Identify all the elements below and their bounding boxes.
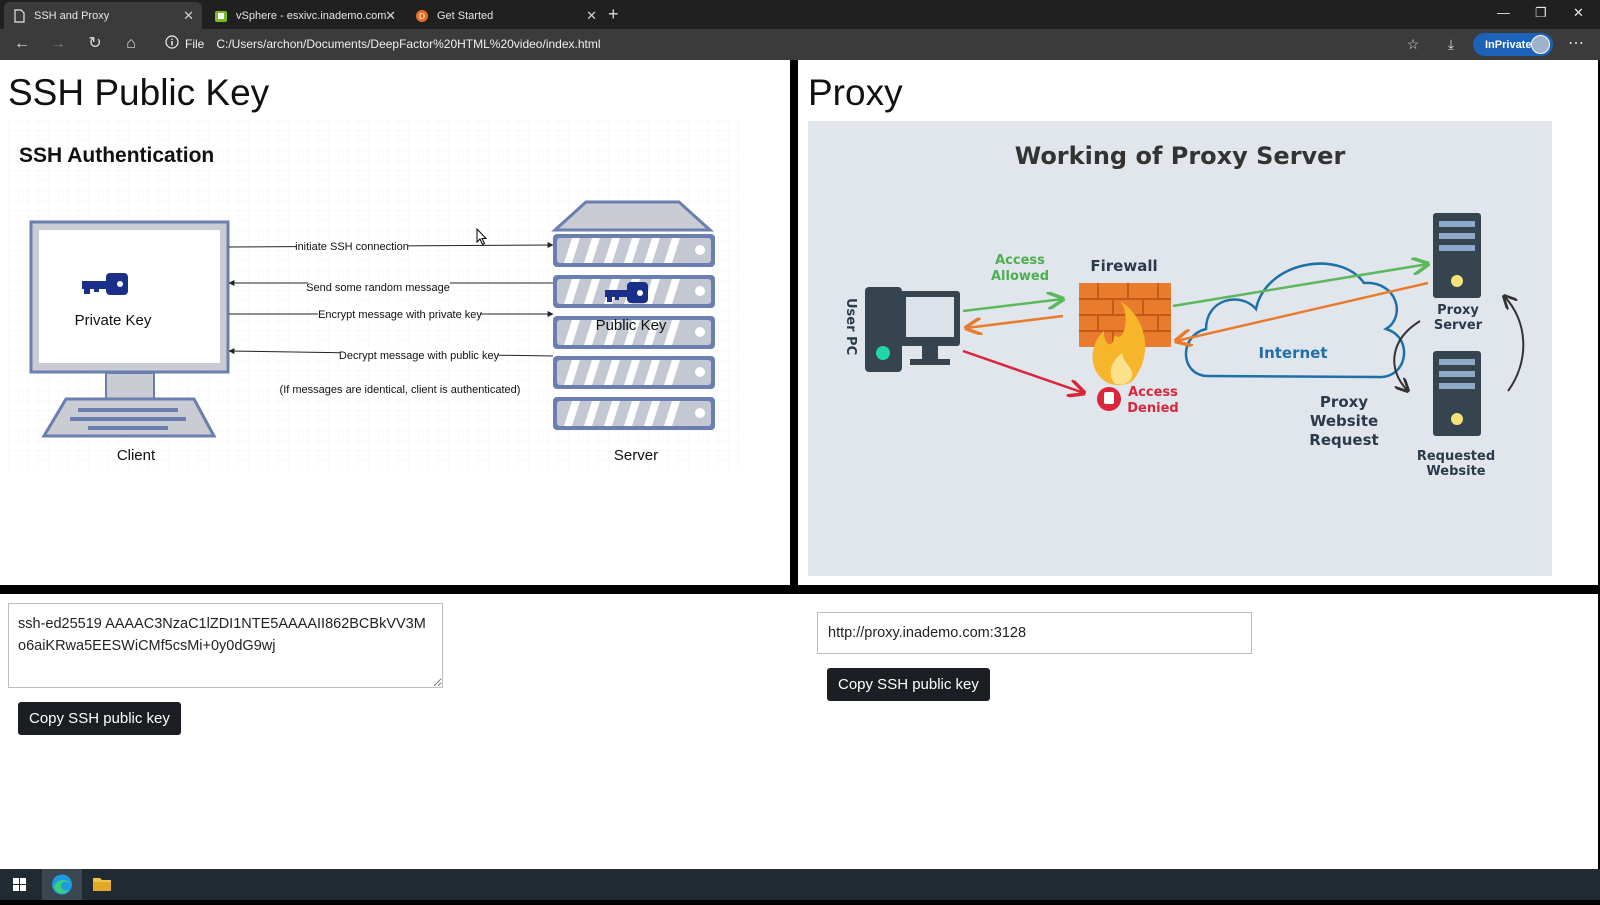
- requested-website-line1: Requested: [1417, 449, 1495, 464]
- home-icon[interactable]: ⌂: [126, 35, 136, 52]
- vsphere-icon: [214, 9, 228, 23]
- file-label: File: [185, 36, 205, 51]
- internet-cloud-icon: [1184, 262, 1406, 379]
- private-key-label: Private Key: [75, 312, 152, 329]
- avatar: [1531, 35, 1550, 54]
- tab-ssh-and-proxy[interactable]: SSH and Proxy ✕: [4, 2, 202, 29]
- server-label: Server: [614, 447, 658, 464]
- info-icon[interactable]: [165, 35, 179, 52]
- authentication-note: (If messages are identical, client is au…: [280, 384, 521, 396]
- message-decrypt: Decrypt message with public key: [339, 350, 500, 362]
- file-explorer-icon[interactable]: [82, 869, 122, 900]
- new-tab-icon[interactable]: +: [608, 4, 619, 24]
- close-icon[interactable]: ✕: [183, 8, 194, 23]
- copy-proxy-button[interactable]: Copy SSH public key: [827, 668, 990, 701]
- arrow-website-to-proxy: [1504, 296, 1525, 392]
- download-icon[interactable]: ⤓: [1447, 36, 1455, 52]
- arrow-from-proxy: [1176, 281, 1429, 341]
- private-key-icon: [82, 273, 128, 295]
- proxy-request-line2: Website: [1310, 412, 1378, 430]
- forward-icon[interactable]: →: [50, 35, 66, 52]
- arrow-proxy-to-website: [1393, 320, 1421, 391]
- taskbar: [0, 869, 1600, 900]
- arrow-to-proxy: [1172, 264, 1428, 308]
- back-icon[interactable]: ←: [14, 35, 30, 52]
- access-allowed-line1: Access: [995, 253, 1045, 268]
- proxy-url-input[interactable]: [817, 612, 1252, 654]
- requested-website-line2: Website: [1426, 464, 1485, 479]
- close-icon[interactable]: ✕: [586, 8, 597, 23]
- message-initiate: initiate SSH connection: [295, 241, 409, 253]
- message-random: Send some random message: [306, 282, 450, 294]
- horizontal-divider: [0, 585, 1600, 594]
- public-key-icon: [605, 282, 648, 303]
- arrow-return: [966, 314, 1064, 328]
- restore-icon[interactable]: ❐: [1535, 5, 1547, 20]
- address-bar: ← → ↻ ⌂ File C:/Users/archon/Documents/D…: [0, 29, 1600, 60]
- arrow-access-allowed: [962, 299, 1063, 313]
- ssh-diagram-title: SSH Authentication: [19, 144, 214, 167]
- access-denied-line2: Denied: [1127, 401, 1178, 416]
- stop-hand-icon: [1097, 387, 1121, 411]
- inprivate-label: InPrivate: [1485, 38, 1532, 51]
- tab-strip: SSH and Proxy ✕ vSphere - esxivc.inademo…: [0, 0, 1600, 29]
- ssh-public-key-textarea[interactable]: ssh-ed25519 AAAAC3NzaC1lZDI1NTE5AAAAII86…: [8, 603, 443, 688]
- proxy-server-line1: Proxy: [1437, 303, 1479, 318]
- internet-label: Internet: [1258, 344, 1327, 362]
- proxy-heading: Proxy: [808, 72, 903, 113]
- tab-label: vSphere - esxivc.inademo.com -: [236, 9, 394, 22]
- page-content: SSH Public Key Proxy SSH Authentication: [0, 60, 1600, 869]
- client-label: Client: [117, 447, 156, 464]
- access-denied-line1: Access: [1128, 385, 1178, 400]
- get-started-icon: D: [415, 9, 429, 23]
- public-key-label: Public Key: [596, 317, 667, 334]
- tab-vsphere[interactable]: vSphere - esxivc.inademo.com - ✕: [206, 2, 404, 29]
- tab-label: SSH and Proxy: [34, 9, 110, 22]
- url-text: C:/Users/archon/Documents/DeepFactor%20H…: [216, 36, 601, 51]
- more-icon[interactable]: ⋯: [1568, 35, 1584, 52]
- message-encrypt: Encrypt message with private key: [318, 309, 482, 321]
- svg-text:D: D: [419, 12, 425, 21]
- tab-get-started[interactable]: D Get Started ✕: [407, 2, 605, 29]
- user-pc-label: User PC: [843, 298, 858, 355]
- proxy-server-icon: [1433, 213, 1481, 298]
- server-rack-icon: [551, 200, 715, 430]
- tab-label: Get Started: [437, 9, 494, 22]
- right-border: [1598, 60, 1600, 869]
- proxy-server-diagram: Working of Proxy Server User PC Access A…: [808, 121, 1552, 576]
- url-field[interactable]: File C:/Users/archon/Documents/DeepFacto…: [165, 35, 601, 52]
- page-icon: [12, 8, 26, 23]
- firewall-label: Firewall: [1090, 257, 1157, 275]
- firewall-icon: [1079, 283, 1171, 386]
- favorites-icon[interactable]: ☆: [1406, 36, 1420, 52]
- edge-browser-icon[interactable]: [42, 869, 82, 900]
- user-pc-icon: [865, 287, 960, 372]
- proxy-diagram-title: Working of Proxy Server: [1015, 142, 1346, 170]
- refresh-icon[interactable]: ↻: [88, 35, 102, 52]
- copy-ssh-key-button[interactable]: Copy SSH public key: [18, 702, 181, 735]
- windows-start-icon[interactable]: [0, 869, 40, 900]
- mouse-cursor-icon: [476, 228, 488, 246]
- window-close-icon[interactable]: ✕: [1573, 5, 1584, 20]
- proxy-request-line3: Request: [1309, 431, 1378, 449]
- proxy-server-line2: Server: [1434, 318, 1483, 333]
- close-icon[interactable]: ✕: [385, 8, 396, 23]
- vertical-divider: [790, 60, 798, 586]
- ssh-heading: SSH Public Key: [8, 72, 270, 113]
- access-allowed-line2: Allowed: [991, 269, 1049, 284]
- inprivate-button[interactable]: InPrivate: [1473, 33, 1553, 56]
- client-computer-icon: [29, 220, 230, 438]
- proxy-request-line1: Proxy: [1320, 393, 1368, 411]
- arrow-access-denied: [962, 349, 1084, 393]
- minimize-icon[interactable]: —: [1497, 5, 1510, 20]
- requested-website-icon: [1433, 351, 1481, 436]
- ssh-authentication-diagram: SSH Authentication Private Key Client: [8, 120, 740, 470]
